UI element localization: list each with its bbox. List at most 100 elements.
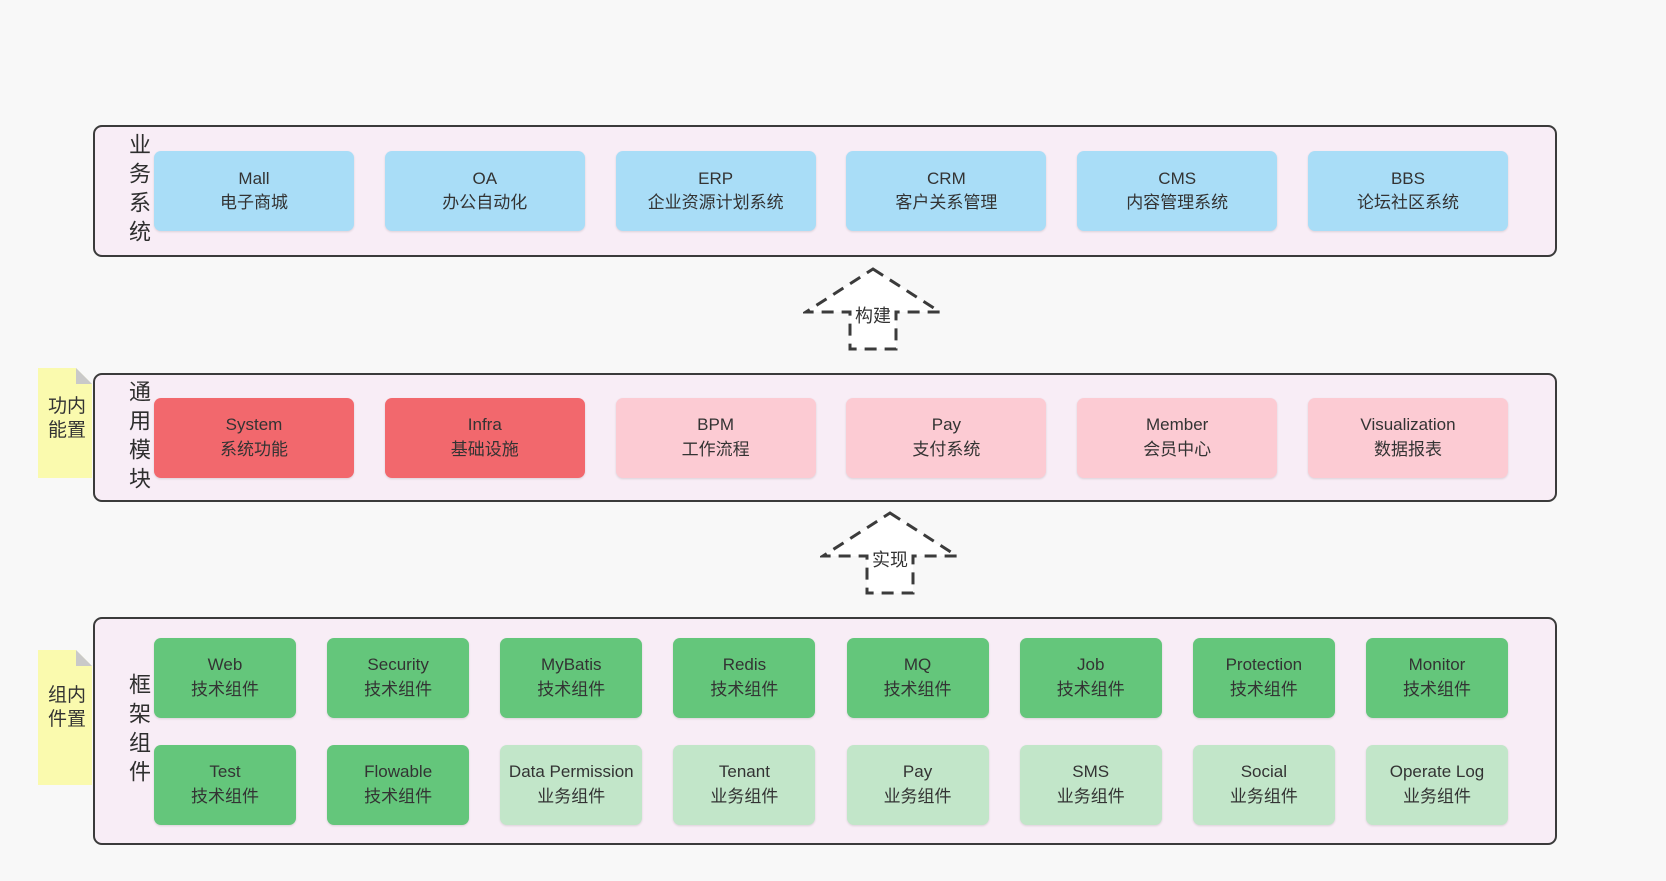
box-title: MQ	[903, 655, 932, 675]
box-crm: CRM 客户关系管理	[846, 151, 1047, 231]
layer-modules-label: 通用模块	[126, 379, 151, 496]
box-visualization: Visualization 数据报表	[1307, 397, 1508, 478]
box-title: Pay	[931, 415, 962, 435]
modules-box-row: System 系统功能 Infra 基础设施 BPM 工作流程 Pay 支付系统 Member 会…	[154, 397, 1508, 478]
box-subtitle: 技术组件	[364, 679, 433, 699]
box-bpm: BPM 工作流程	[615, 397, 816, 478]
box-title: Pay	[902, 762, 933, 782]
box-subtitle: 内容管理系统	[1126, 193, 1229, 212]
box-title: BPM	[697, 415, 735, 435]
box-subtitle: 业务组件	[883, 786, 952, 806]
box-subtitle: 业务组件	[710, 786, 779, 806]
box-subtitle: 基础设施	[450, 439, 519, 459]
box-social: Social 业务组件	[1192, 744, 1335, 825]
box-title: BBS	[1390, 168, 1425, 188]
sticky-note-builtin-components-text: 内置组件	[45, 683, 85, 732]
box-subtitle: 电子商城	[220, 193, 288, 212]
box-title: OA	[472, 168, 498, 188]
box-subtitle: 论坛社区系统	[1356, 193, 1459, 212]
box-title: Job	[1076, 655, 1105, 675]
box-protection: Protection 技术组件	[1192, 637, 1335, 718]
box-subtitle: 办公自动化	[442, 193, 528, 212]
layer-common-modules: 通用模块 System 系统功能 Infra 基础设施 BPM 工作流程 Pay 支付系统 Me…	[93, 373, 1557, 502]
box-subtitle: 业务组件	[1229, 786, 1298, 806]
box-cms: CMS 内容管理系统	[1077, 151, 1278, 231]
box-title: Operate Log	[1389, 762, 1485, 782]
box-test: Test 技术组件	[154, 744, 296, 825]
box-pay: Pay 业务组件	[846, 744, 989, 825]
box-subtitle: 系统功能	[220, 439, 288, 459]
box-title: Social	[1240, 762, 1287, 782]
box-title: CRM	[927, 168, 966, 188]
box-monitor: Monitor 技术组件	[1365, 637, 1508, 718]
box-pay: Pay 支付系统	[846, 397, 1047, 478]
sticky-note-builtin-features-text: 内置功能	[45, 395, 85, 444]
box-subtitle: 技术组件	[710, 679, 779, 699]
box-subtitle: 支付系统	[912, 439, 981, 459]
box-title: Infra	[467, 415, 502, 435]
box-title: Security	[367, 655, 429, 675]
sticky-note-builtin-components: 内置组件	[38, 650, 92, 785]
box-title: MyBatis	[541, 655, 602, 675]
box-subtitle: 技术组件	[537, 679, 606, 699]
box-title: CMS	[1158, 168, 1197, 188]
layer-business-label: 业务系统	[126, 133, 151, 249]
box-job: Job 技术组件	[1019, 637, 1162, 718]
box-tenant: Tenant 业务组件	[673, 744, 816, 825]
box-title: Web	[207, 655, 243, 675]
box-subtitle: 业务组件	[537, 786, 606, 806]
box-subtitle: 数据报表	[1373, 439, 1442, 459]
arrow-implement-label: 实现	[870, 546, 910, 572]
box-title: Flowable	[364, 762, 433, 782]
box-infra: Infra 基础设施	[384, 397, 585, 478]
box-subtitle: 业务组件	[1056, 786, 1125, 806]
box-subtitle: 会员中心	[1143, 439, 1212, 459]
box-operate-log: Operate Log 业务组件	[1365, 744, 1508, 825]
arrow-build-label: 构建	[853, 302, 893, 328]
sticky-note-builtin-features: 内置功能	[38, 368, 92, 478]
box-subtitle: 技术组件	[191, 786, 259, 806]
layer-modules-body: System 系统功能 Infra 基础设施 BPM 工作流程 Pay 支付系统 Member 会…	[149, 397, 1555, 478]
box-title: Data Permission	[508, 762, 634, 782]
box-bbs: BBS 论坛社区系统	[1307, 151, 1508, 231]
box-erp: ERP 企业资源计划系统	[615, 151, 816, 231]
box-data-permission: Data Permission 业务组件	[500, 744, 643, 825]
box-subtitle: 企业资源计划系统	[647, 193, 784, 212]
arrow-build-up: 构建	[803, 266, 943, 352]
box-subtitle: 业务组件	[1402, 786, 1471, 806]
box-oa: OA 办公自动化	[384, 151, 585, 231]
box-subtitle: 客户关系管理	[895, 193, 998, 212]
box-security: Security 技术组件	[327, 637, 470, 718]
box-subtitle: 技术组件	[1229, 679, 1298, 699]
box-subtitle: 技术组件	[1402, 679, 1471, 699]
box-title: Visualization	[1360, 415, 1456, 435]
box-subtitle: 工作流程	[681, 439, 750, 459]
box-title: Monitor	[1408, 655, 1466, 675]
box-title: System	[225, 415, 283, 435]
box-redis: Redis 技术组件	[673, 637, 816, 718]
box-title: Member	[1146, 415, 1209, 435]
box-subtitle: 技术组件	[883, 679, 952, 699]
box-title: Tenant	[718, 762, 770, 782]
box-web: Web 技术组件	[154, 637, 296, 718]
box-member: Member 会员中心	[1077, 397, 1278, 478]
box-title: Test	[209, 762, 241, 782]
box-title: Redis	[722, 655, 767, 675]
box-subtitle: 技术组件	[364, 786, 433, 806]
layer-components-label: 框架组件	[126, 673, 151, 789]
box-subtitle: 技术组件	[191, 679, 259, 699]
box-subtitle: 技术组件	[1056, 679, 1125, 699]
box-title: Protection	[1225, 655, 1303, 675]
arrow-implement-up: 实现	[820, 510, 960, 596]
box-mq: MQ 技术组件	[846, 637, 989, 718]
box-title: ERP	[698, 168, 734, 188]
